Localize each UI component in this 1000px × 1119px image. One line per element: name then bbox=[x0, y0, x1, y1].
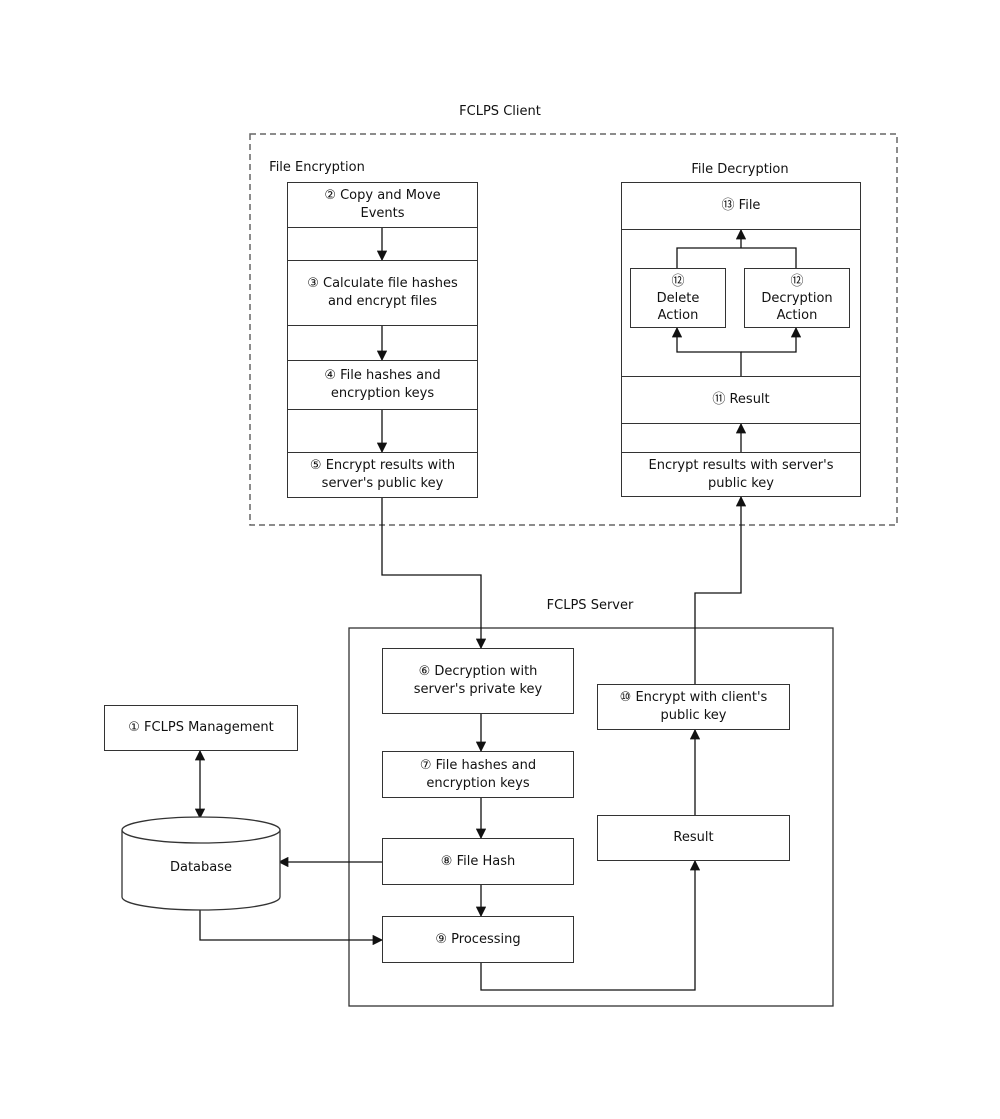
encrypt-results-step: ⑤ Encrypt results with server's public k… bbox=[287, 452, 478, 498]
encryption-column bbox=[287, 182, 478, 498]
delete-action-step: ⑫ Delete Action bbox=[630, 268, 726, 328]
calculate-hashes-step: ③ Calculate file hashes and encrypt file… bbox=[287, 260, 478, 326]
database-label: Database bbox=[122, 860, 280, 875]
fclps-management-box: ① FCLPS Management bbox=[104, 705, 298, 751]
encrypt-server-key-step: Encrypt results with server's public key bbox=[621, 452, 861, 497]
server-title: FCLPS Server bbox=[525, 598, 655, 613]
hashes-keys-step: ④ File hashes and encryption keys bbox=[287, 360, 478, 410]
encryption-title: File Encryption bbox=[252, 160, 382, 175]
server-hashes-step: ⑦ File hashes and encryption keys bbox=[382, 751, 574, 798]
client-title: FCLPS Client bbox=[435, 104, 565, 119]
decryption-action-step: ⑫ Decryption Action bbox=[744, 268, 850, 328]
server-file-hash-step: ⑧ File Hash bbox=[382, 838, 574, 885]
server-result-step: Result bbox=[597, 815, 790, 861]
server-processing-step: ⑨ Processing bbox=[382, 916, 574, 963]
result-step-client: ⑪ Result bbox=[621, 376, 861, 424]
decryption-title: File Decryption bbox=[675, 162, 805, 177]
encrypt-client-key-step: ⑩ Encrypt with client's public key bbox=[597, 684, 790, 730]
file-result-step: ⑬ File bbox=[621, 182, 861, 230]
server-decrypt-step: ⑥ Decryption with server's private key bbox=[382, 648, 574, 714]
copy-move-events-step: ② Copy and Move Events bbox=[287, 182, 478, 228]
